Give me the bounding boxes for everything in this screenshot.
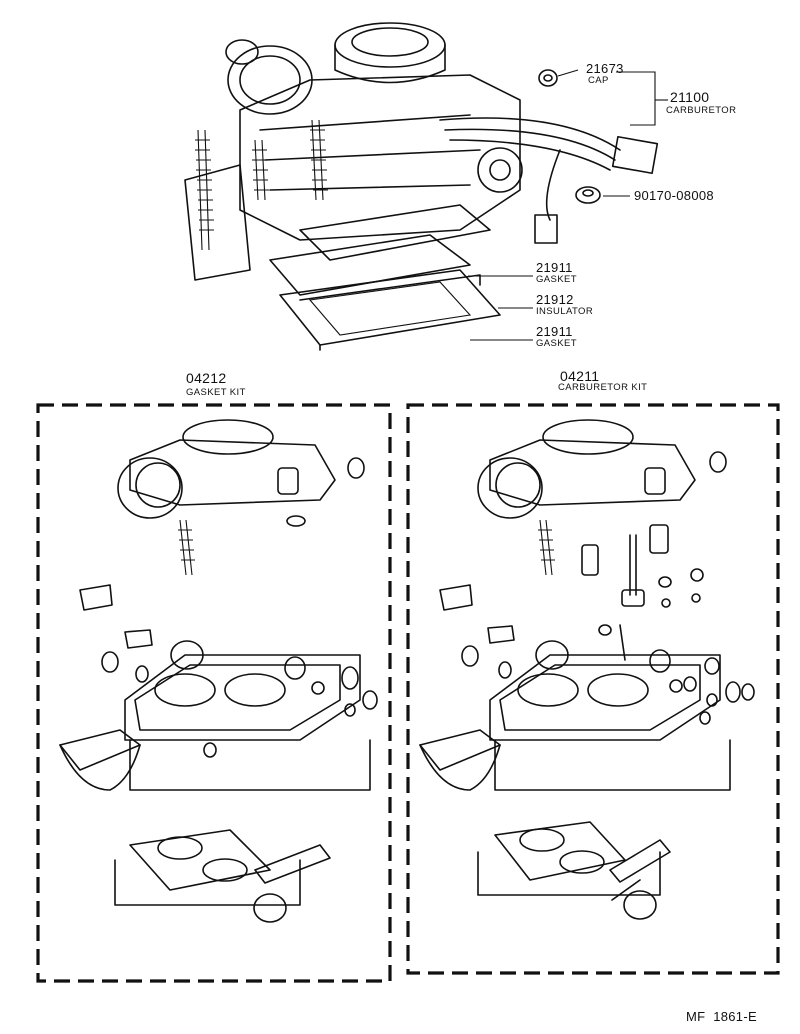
part-90170-number: 90170-08008 [634, 188, 714, 203]
part-21673-name: CAP [588, 75, 609, 86]
part-21911-a-number: 21911 [536, 260, 573, 275]
part-21911-b-name: GASKET [536, 338, 577, 349]
gasket-kit-name: GASKET KIT [186, 387, 246, 398]
part-21911-a-name: GASKET [536, 274, 577, 285]
part-21912-number: 21912 [536, 292, 574, 307]
carburetor-kit-illustration [419, 419, 755, 920]
part-21912-name: INSULATOR [536, 306, 594, 317]
part-21100-name: CARBURETOR [666, 105, 737, 116]
part-21911-b-number: 21911 [536, 324, 573, 339]
carburetor-kit-number: 04211 [560, 368, 600, 384]
footer-code: MF 1861-E [686, 1009, 757, 1024]
gasket-kit-box [36, 403, 392, 983]
part-21100-number: 21100 [670, 89, 710, 105]
gasket-kit-illustration [59, 419, 378, 923]
carburetor-kit-name: CARBURETOR KIT [558, 382, 648, 393]
carburetor-assembly-illustration [184, 22, 659, 351]
carburetor-kit-box [406, 403, 780, 975]
gasket-kit-number: 04212 [186, 370, 227, 386]
leader-lines [468, 69, 668, 341]
part-21673-number: 21673 [586, 61, 624, 76]
